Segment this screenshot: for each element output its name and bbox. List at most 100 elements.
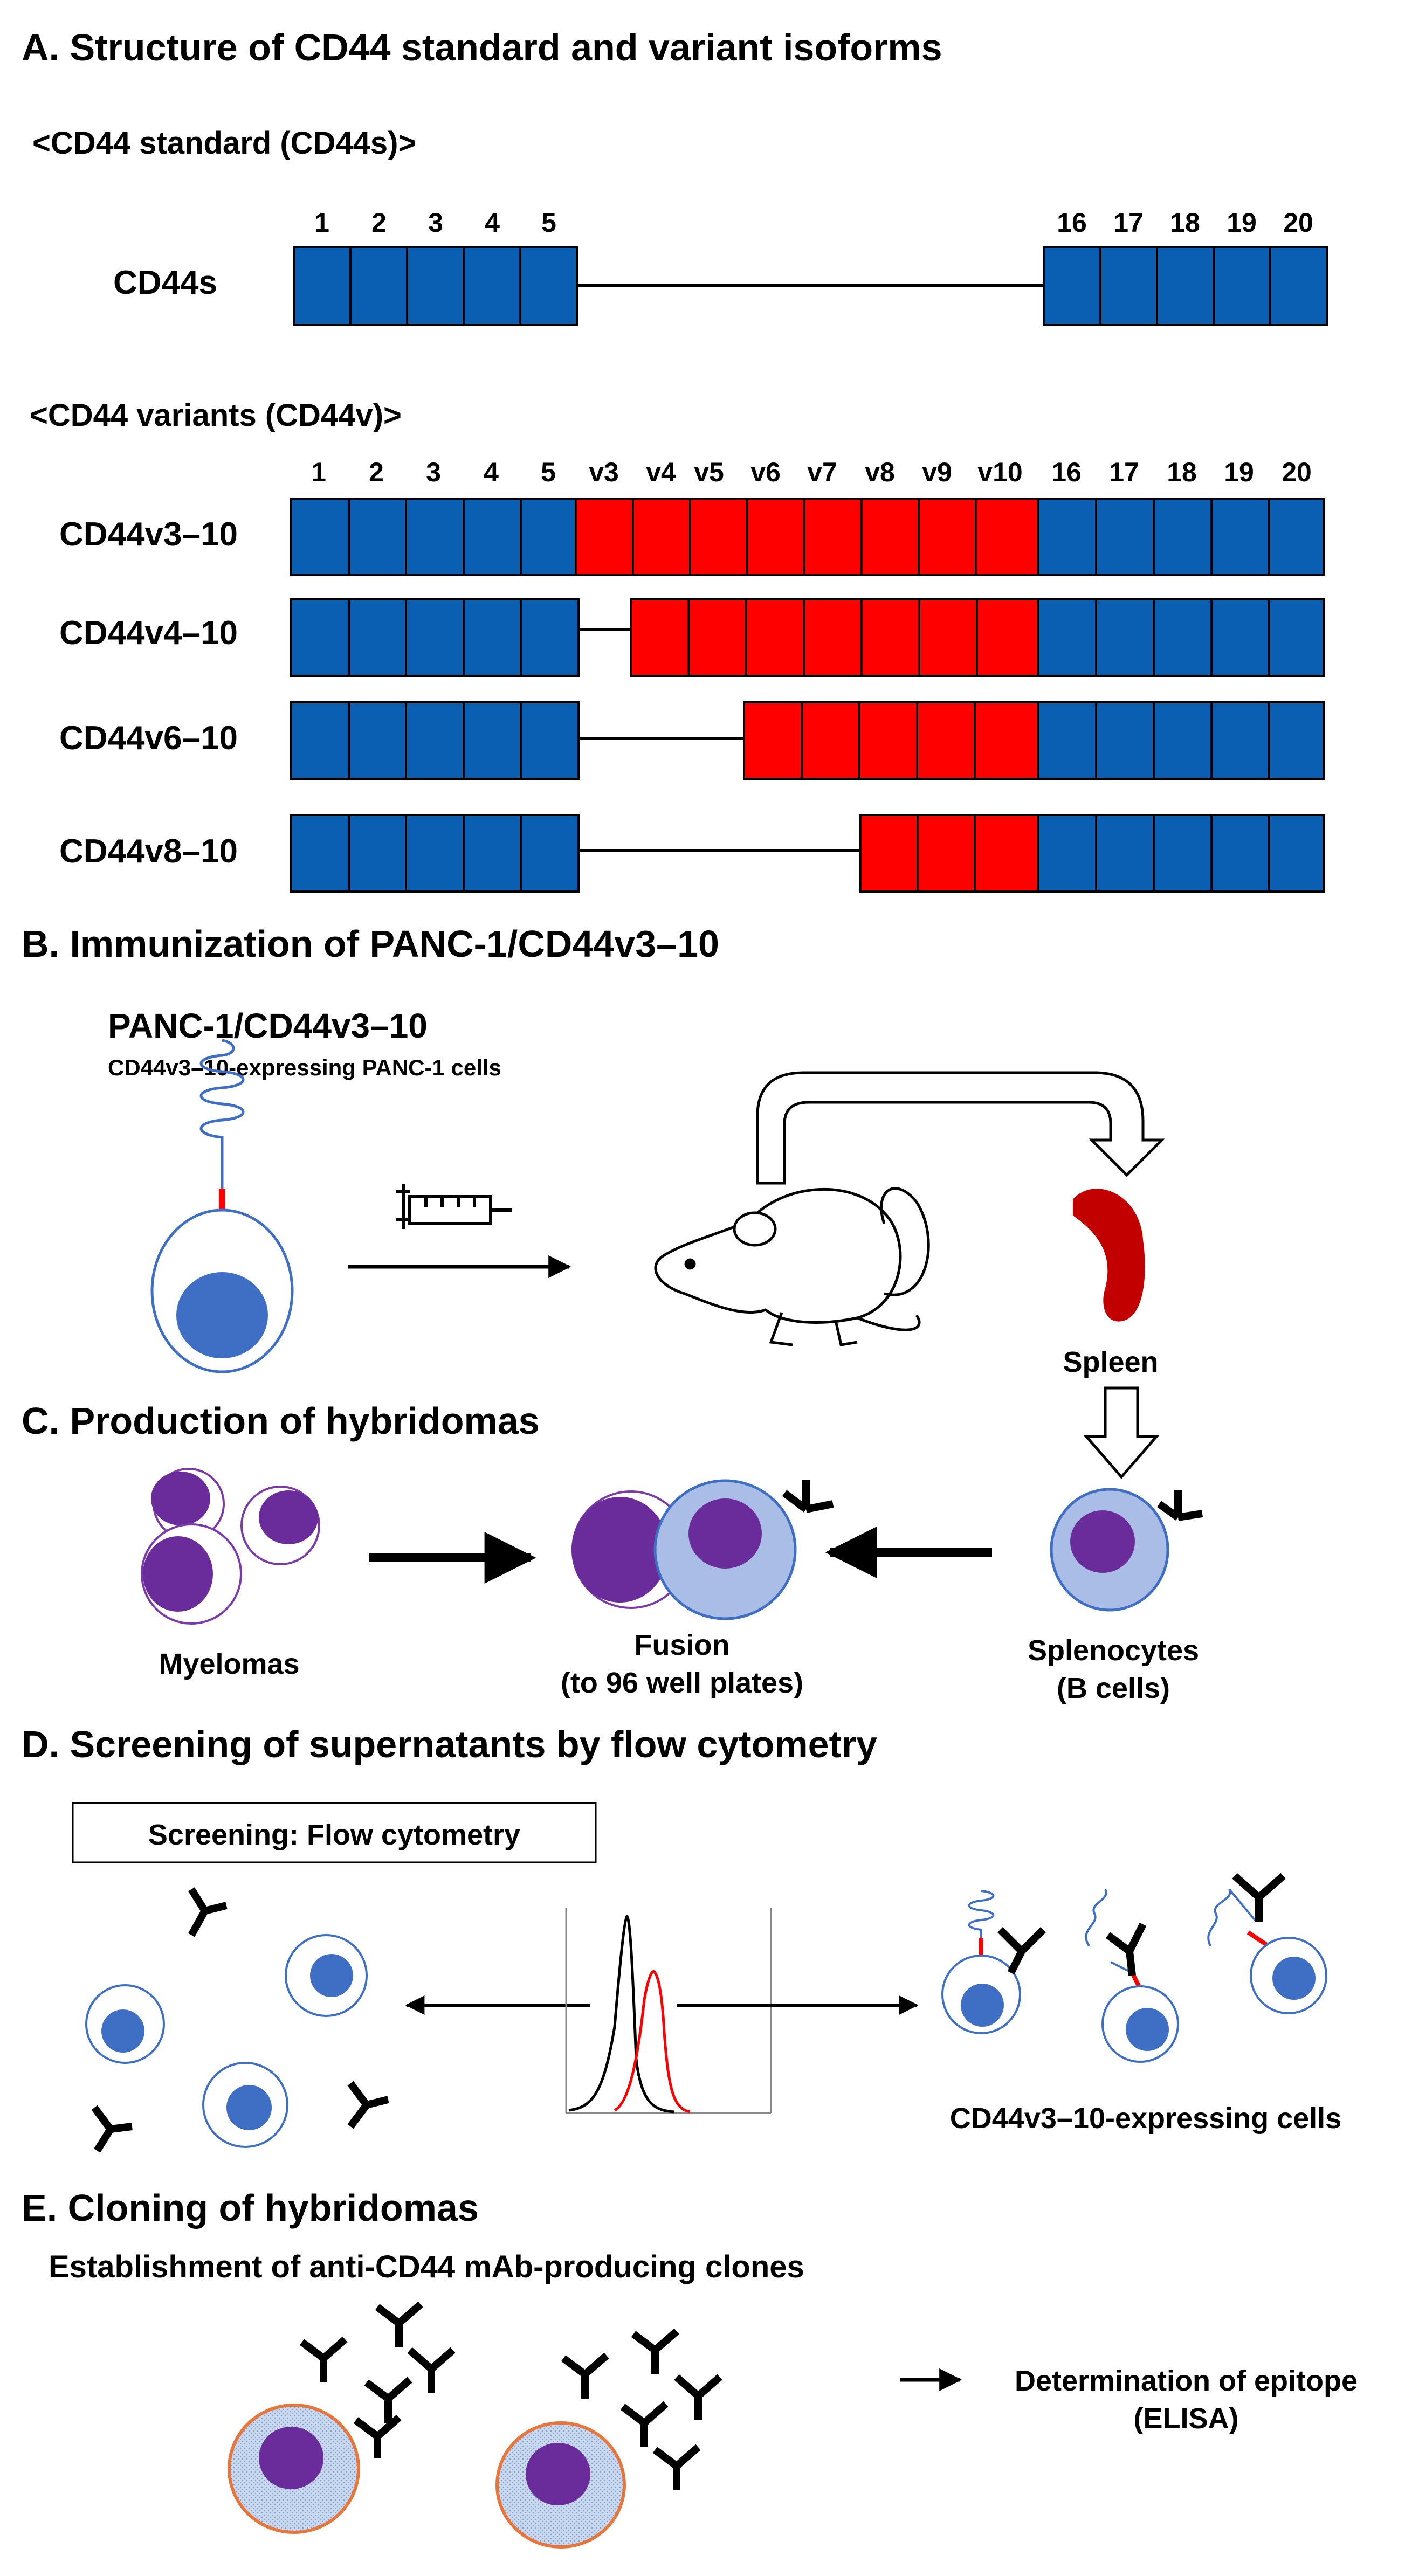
antibody-icon [997,1927,1046,1975]
cell-nucleus [101,2009,144,2053]
screening-box-label: Screening: Flow cytometry [148,1819,520,1851]
exon-label: 5 [541,457,556,487]
section-c-title: C. Production of hybridomas [22,1400,540,1442]
isoform-row-cd44v4-10 [290,598,1325,677]
exon-label: 3 [426,457,441,487]
section-e-subtitle: Establishment of anti-CD44 mAb-producing… [49,2249,804,2284]
exon-box [290,814,350,893]
histogram-line-red [614,1970,691,2114]
exon-label: 19 [1227,208,1257,238]
exon-box [463,701,522,780]
expressing-cells-label: CD44v3–10-expressing cells [950,2102,1341,2135]
exon-box [1095,814,1155,893]
exon-box [1095,598,1155,677]
exon-box [463,498,522,576]
variant-exon-box [745,598,805,677]
antibody-icon [407,2347,456,2393]
exon-box [405,701,465,780]
exon-label: v6 [750,457,781,487]
variant-exon-box [743,701,803,780]
exon-box [520,498,580,576]
antibody-icon [1232,1873,1286,1922]
exon-box [290,498,350,576]
isoform-row-cd44v3-10 [290,498,1325,576]
antibody-icon [652,2444,701,2490]
antibody-icon [631,2328,679,2374]
variant-exon-box [974,814,1039,893]
antibody-icon [561,2352,609,2399]
antibody-icon [299,2336,348,2382]
exon-label: 18 [1170,208,1200,238]
exon-label: 16 [1051,457,1082,487]
isoform-label-cd44v6-10: CD44v6–10 [59,720,238,757]
variant-exon-box [803,598,863,677]
variant-exon-box [859,814,919,893]
section-b-title: B. Immunization of PANC-1/CD44v3–10 [22,923,719,965]
exon-label: 4 [485,208,500,238]
variant-exon-box [917,814,976,893]
variant-exon-box [974,701,1039,780]
exon-box [1210,701,1270,780]
syringe-icon [396,1184,512,1229]
exon-box [1268,598,1325,677]
variant-exon-box [689,498,748,576]
fusion-label-line2: (to 96 well plates) [561,1667,803,1699]
antibody-icon [347,2081,389,2129]
curved-arrow-icon [756,1071,1166,1185]
myelomas-label: Myelomas [159,1648,299,1680]
myeloma-cells [141,1468,320,1625]
antibody-icon [674,2374,722,2420]
exon-box [348,701,407,780]
flow-histogram [565,1908,772,2114]
splenocyte-cell [1050,1488,1203,1612]
exon-box [1153,598,1213,677]
exon-box [1268,814,1325,893]
exon-box [405,498,465,576]
cell-nucleus [310,1954,353,1997]
exon-box [405,814,465,893]
exon-box [1099,246,1158,326]
cd44-molecule [968,1890,995,1959]
section-d-title: D. Screening of supernatants by flow cyt… [22,1723,877,1765]
isoform-row-cd44s [293,246,1328,326]
exon-box [1153,701,1213,780]
exon-label: v8 [865,457,895,487]
exon-box [1153,498,1213,576]
exon-box [349,246,408,326]
exon-box [1037,498,1097,576]
variant-exon-box [975,498,1039,576]
cd44-molecule [1207,1888,1257,1946]
isoform-label-cd44v4-10: CD44v4–10 [59,614,238,652]
exon-box [290,701,350,780]
exon-box [520,701,580,780]
exon-box [520,814,580,893]
fusion-label-line1: Fusion [635,1629,730,1661]
exon-label: v9 [922,457,952,487]
antibody-icon [353,2414,402,2458]
exon-box [463,598,522,677]
exon-label: 19 [1224,457,1254,487]
isoform-row-cd44v8-10 [290,814,1325,893]
exon-label: 4 [484,457,499,487]
myeloma-nucleus [143,1536,213,1612]
standard-subtitle: <CD44 standard (CD44s)> [32,126,416,161]
variant-exon-box [746,498,805,576]
antibody-icon [188,1887,228,1937]
exon-box [1037,701,1097,780]
exon-box [1156,246,1215,326]
exon-box [1153,814,1213,893]
screening-box [72,1802,597,1863]
exon-box [293,246,352,326]
exon-label: 20 [1283,208,1313,238]
variant-exon-box [632,498,691,576]
antibody-icon [375,2301,423,2347]
exon-box [1043,246,1101,326]
standard-exon-labels: 1 2 3 4 5 16 17 18 19 20 [314,208,1313,238]
exon-box [520,598,580,677]
variant-exon-labels: 1 2 3 4 5 v3 v4 v5 v6 v7 v8 v9 v10 16 17… [311,457,1312,487]
histogram-line-black [568,1914,674,2114]
result-label-line1: Determination of epitope [1015,2365,1358,2397]
exon-box [405,598,465,677]
result-label-line2: (ELISA) [1134,2402,1239,2435]
variant-subtitle: <CD44 variants (CD44v)> [30,398,402,433]
